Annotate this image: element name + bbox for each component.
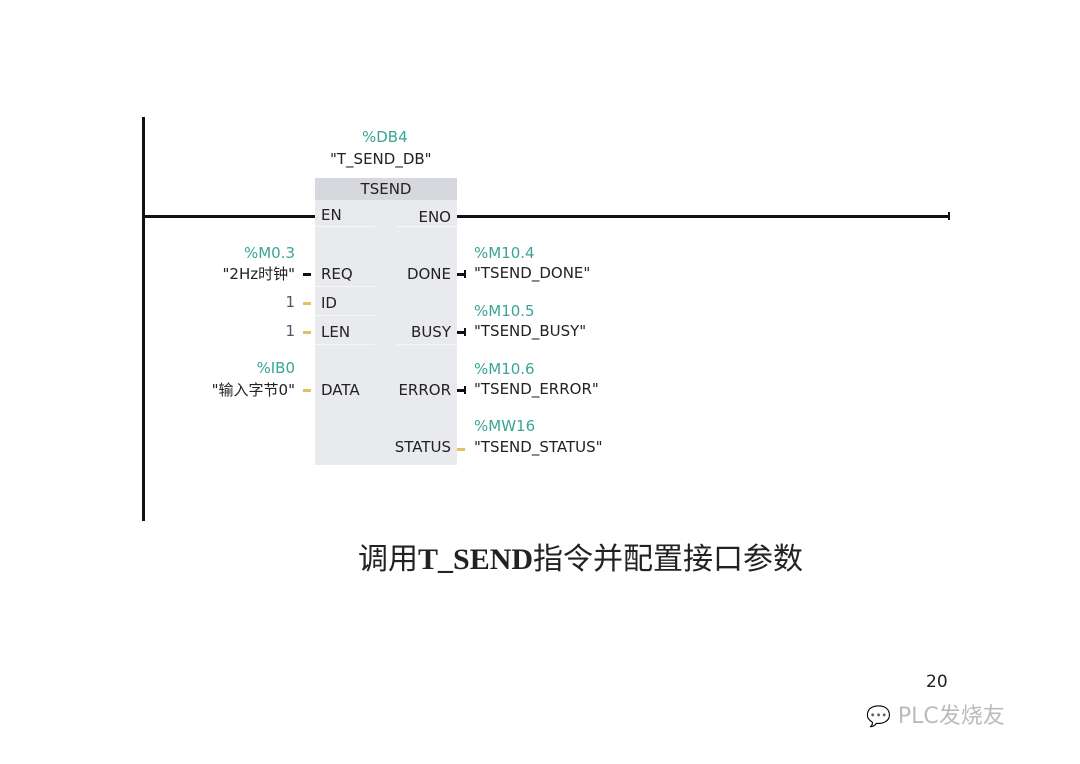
pin-id: ID (321, 294, 337, 312)
error-connector (457, 389, 465, 392)
caption-bold: T_SEND (418, 543, 534, 576)
watermark-text: PLC发烧友 (897, 704, 1005, 729)
len-connector (303, 331, 311, 334)
len-operand[interactable]: 1 (285, 322, 295, 340)
power-line-left (143, 215, 315, 218)
pin-done: DONE (406, 265, 451, 283)
error-operand[interactable]: "TSEND_ERROR" (474, 380, 599, 398)
busy-operand[interactable]: "TSEND_BUSY" (474, 322, 587, 340)
id-operand[interactable]: 1 (285, 293, 295, 311)
busy-connector (457, 331, 465, 334)
caption-pre: 调用 (358, 542, 418, 577)
done-connector (457, 273, 465, 276)
block-type: TSEND (315, 178, 457, 200)
caption-post: 指令并配置接口参数 (533, 542, 804, 577)
pin-en: EN (321, 206, 342, 224)
line-end-marker (948, 212, 950, 220)
pin-data: DATA (321, 381, 360, 399)
pin-req: REQ (321, 265, 353, 283)
req-connector (303, 273, 311, 276)
error-address: %M10.6 (474, 360, 535, 378)
data-connector (303, 389, 311, 392)
pin-len: LEN (321, 323, 351, 341)
req-address: %M0.3 (243, 244, 295, 262)
req-operand[interactable]: "2Hz时钟" (222, 265, 296, 283)
power-line-right (457, 215, 950, 218)
done-address: %M10.4 (474, 244, 535, 262)
pin-error: ERROR (398, 381, 451, 399)
instance-address: %DB4 (362, 128, 408, 146)
instance-db-name: "T_SEND_DB" (330, 150, 432, 168)
data-operand[interactable]: "输入字节0" (211, 381, 295, 399)
pin-busy: BUSY (411, 323, 451, 341)
data-address: %IB0 (256, 359, 295, 377)
pin-status: STATUS (394, 438, 451, 456)
left-power-rail (142, 117, 145, 521)
slide-caption: 调用T_SEND指令并配置接口参数 (358, 534, 803, 578)
tsend-function-block[interactable]: TSEND EN ENO REQ ID LEN DATA DONE BUSY E… (315, 178, 457, 465)
id-connector (303, 302, 311, 305)
status-address: %MW16 (474, 417, 536, 435)
busy-address: %M10.5 (474, 302, 535, 320)
status-connector (457, 448, 465, 451)
page-number: 20 (926, 672, 948, 692)
status-operand[interactable]: "TSEND_STATUS" (474, 438, 603, 456)
done-operand[interactable]: "TSEND_DONE" (474, 264, 591, 282)
wechat-icon: 💬 (866, 704, 891, 728)
watermark: 💬 PLC发烧友 (866, 698, 1005, 730)
pin-eno: ENO (418, 208, 451, 226)
